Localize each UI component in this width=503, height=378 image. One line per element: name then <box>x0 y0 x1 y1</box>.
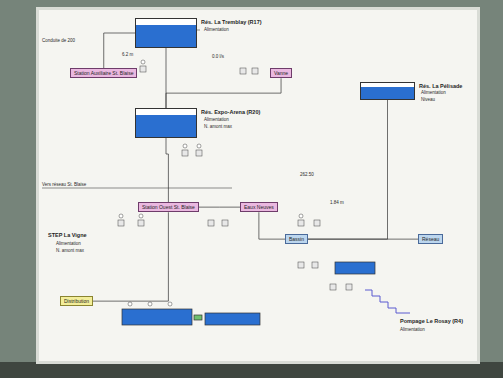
reservoir-tank: Rés. La Pélisade <box>360 82 415 100</box>
reservoir-tank: Rés. Expo-Arena (R20) <box>135 108 197 138</box>
node-text: Rés. La Pélisade <box>419 83 462 90</box>
annotation-label: Alimentation <box>400 327 425 332</box>
node-text: Distribution <box>64 298 89 304</box>
reservoir-tank: Rés. La Tremblay (R17) <box>135 18 197 48</box>
node-text: Rés. Expo-Arena (R20) <box>201 109 260 116</box>
annotation-label: Vers réseau St. Blaise <box>42 182 86 187</box>
station-box: Station Auxiliaire St. Blaise <box>70 68 137 78</box>
node-text: Vanne <box>274 70 288 76</box>
valve-box: Vanne <box>270 68 292 78</box>
process-box: Eaux Neuves <box>240 202 278 212</box>
node-text: Station Auxiliaire St. Blaise <box>74 70 133 76</box>
node-text: Rés. La Tremblay (R17) <box>201 19 262 26</box>
annotation-label: Alimentation <box>56 241 81 246</box>
annotation-label: Alimentation <box>204 117 229 122</box>
pipe-connector <box>166 78 281 108</box>
basin-tanks <box>122 262 375 325</box>
node-text: Bassin <box>289 236 304 242</box>
node-text: Station Ouest St. Blaise <box>142 204 195 210</box>
instrument-icons <box>118 66 352 290</box>
network-box: Réseau <box>418 234 443 244</box>
wall-shadow <box>0 362 503 378</box>
pipe-connector <box>308 239 418 240</box>
basin-box: Bassin <box>285 234 308 244</box>
station-box: Station Ouest St. Blaise <box>138 202 199 212</box>
annotation-label: Pompage Le Rosay (R4) <box>400 318 463 325</box>
annotation-label: STEP La Vigne <box>48 232 87 239</box>
pipe-connector <box>104 33 135 68</box>
annotation-label: Alimentation <box>204 27 229 32</box>
annotation-label: 6.2 m <box>122 52 133 57</box>
node-text: Réseau <box>422 236 439 242</box>
annotation-label: 262.50 <box>300 172 314 177</box>
sleeve <box>36 7 480 364</box>
pipe-connector <box>93 212 168 301</box>
annotation-label: 0.0 l/s <box>212 54 224 59</box>
pipe-connector <box>308 100 387 239</box>
annotation-label: 1.84 m <box>330 200 344 205</box>
annotation-label: Niveau <box>421 97 435 102</box>
cascade <box>365 290 410 313</box>
paper-sheet <box>39 10 477 361</box>
pipe-connector <box>259 212 285 239</box>
annotation-label: Alimentation <box>421 90 446 95</box>
annotation-label: N. amont max <box>204 124 232 129</box>
node-text: Eaux Neuves <box>244 204 274 210</box>
annotation-label: Conduite de 200 <box>42 38 75 43</box>
annotation-label: N. amont max <box>56 248 84 253</box>
pipe-connector <box>199 207 240 208</box>
distribution-box: Distribution <box>60 296 93 306</box>
pump-symbols <box>119 60 303 306</box>
pipe-connector <box>166 138 168 202</box>
